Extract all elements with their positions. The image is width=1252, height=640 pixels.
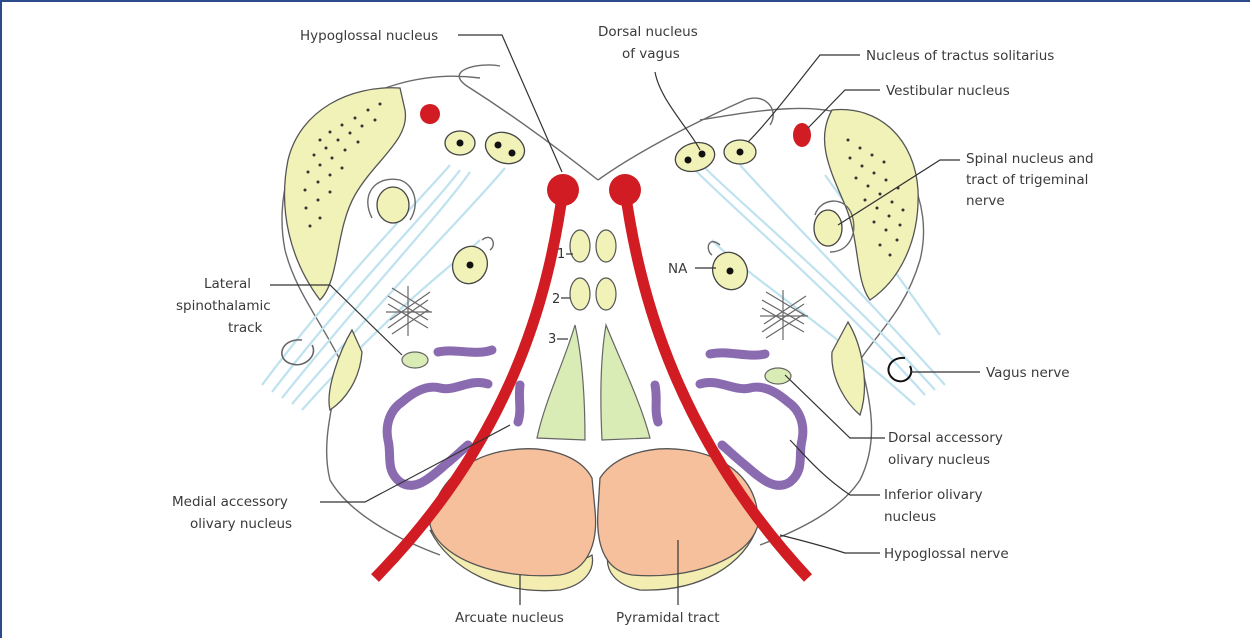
label-lateral-spinothalamic-1: Lateral	[204, 276, 251, 292]
label-pyramidal-tract: Pyramidal tract	[616, 610, 720, 626]
left-reticular-formation	[386, 286, 432, 336]
left-spinothalamic-crescent	[329, 330, 362, 410]
left-dorsal-vagal-nucleus	[481, 127, 529, 169]
right-dorsal-accessory-olivary-nucleus	[710, 353, 765, 355]
medial-longitudinal-fasciculus-right	[596, 230, 616, 262]
label-hypoglossal-nucleus: Hypoglossal nucleus	[300, 28, 438, 44]
label-dorsal-accessory-olivary-2: olivary nucleus	[888, 452, 990, 468]
right-vestibular-nucleus	[793, 123, 811, 147]
right-trigeminal-nucleus	[814, 210, 842, 246]
label-vagus-nerve: Vagus nerve	[986, 365, 1070, 381]
label-nucleus-tractus-solitarius: Nucleus of tractus solitarius	[866, 48, 1054, 64]
label-dorsal-nucleus-vagus-2: of vagus	[622, 46, 680, 62]
label-hypoglossal-nerve: Hypoglossal nerve	[884, 546, 1009, 562]
left-hypoglossal-nucleus	[547, 174, 579, 206]
left-spinothalamic-tract	[402, 352, 428, 368]
label-dorsal-accessory-olivary-1: Dorsal accessory	[888, 430, 1003, 446]
tectospinal-tract-left	[570, 278, 590, 310]
left-trigeminal-nucleus	[377, 187, 409, 223]
label-nucleus-ambiguus: NA	[668, 261, 688, 277]
left-ambiguus-fiber	[482, 237, 493, 250]
marker-3: 3	[548, 332, 556, 347]
label-spinal-trigeminal-1: Spinal nucleus and	[966, 151, 1094, 167]
tectospinal-tract-right	[596, 278, 616, 310]
label-vestibular-nucleus: Vestibular nucleus	[886, 83, 1010, 99]
right-dorsal-accessory-olive-small	[765, 368, 791, 384]
label-spinal-trigeminal-2: tract of trigeminal	[966, 172, 1088, 188]
label-dorsal-nucleus-vagus-1: Dorsal nucleus	[598, 24, 698, 40]
left-medial-accessory-olivary-nucleus	[518, 385, 520, 422]
left-vestibular-nucleus	[420, 104, 440, 124]
medial-lemniscus-right	[601, 325, 650, 440]
medial-lemniscus-left	[537, 325, 585, 440]
label-spinal-trigeminal-3: nerve	[966, 193, 1005, 209]
right-dorsal-vagal-nucleus	[672, 138, 718, 175]
label-lateral-spinothalamic-3: track	[228, 320, 263, 336]
right-medial-accessory-olivary-nucleus	[655, 385, 658, 422]
label-arcuate-nucleus: Arcuate nucleus	[455, 610, 564, 626]
label-lateral-spinothalamic-2: spinothalamic	[176, 298, 271, 314]
right-spinothalamic-crescent	[832, 322, 865, 415]
label-medial-accessory-olivary-1: Medial accessory	[172, 494, 288, 510]
label-inferior-olivary-1: Inferior olivary	[884, 487, 983, 503]
label-medial-accessory-olivary-2: olivary nucleus	[190, 516, 292, 532]
marker-2: 2	[552, 292, 560, 307]
right-hypoglossal-nucleus	[609, 174, 641, 206]
marker-1: 1	[557, 247, 565, 262]
medial-longitudinal-fasciculus-left	[570, 230, 590, 262]
left-dorsal-accessory-olivary-nucleus	[438, 350, 492, 352]
label-inferior-olivary-2: nucleus	[884, 509, 936, 525]
